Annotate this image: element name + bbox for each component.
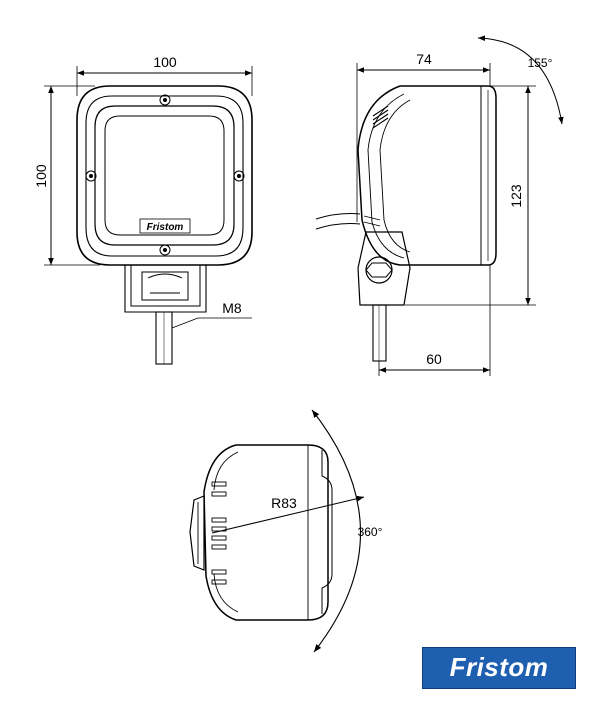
front-screw-right xyxy=(233,170,245,182)
side-depth-dim-text: 74 xyxy=(416,51,432,67)
front-lens xyxy=(104,115,225,236)
top-housing xyxy=(203,444,329,621)
top-view: R83 360° xyxy=(189,409,383,653)
rotation-arc xyxy=(311,409,361,653)
front-screw-bottom xyxy=(159,244,171,256)
brand-logo: Fristom xyxy=(422,647,576,689)
front-view: 100 100 Fristom xyxy=(33,54,253,365)
side-cooling-fins xyxy=(372,105,389,129)
front-bolt xyxy=(155,311,173,365)
side-pivot-bolt xyxy=(365,256,393,284)
side-bolt xyxy=(372,304,387,362)
front-bezel xyxy=(94,105,235,246)
radius-label: R83 xyxy=(271,495,297,511)
front-bracket xyxy=(124,265,207,313)
front-screw-top xyxy=(159,94,171,106)
front-housing-outline xyxy=(76,85,253,266)
radius-line xyxy=(211,495,365,534)
front-screw-left xyxy=(85,170,97,182)
front-brand-label: Fristom xyxy=(147,222,184,233)
top-rear-boss xyxy=(189,495,205,571)
brand-logo-text: Fristom xyxy=(449,652,549,682)
side-housing xyxy=(357,85,497,266)
side-cable xyxy=(315,213,381,230)
front-width-dim-text: 100 xyxy=(153,54,177,70)
front-height-dim-text: 100 xyxy=(33,164,49,188)
thread-label: M8 xyxy=(222,300,242,316)
top-cooling-fins xyxy=(211,481,227,585)
side-height-dim-text: 123 xyxy=(508,184,524,208)
side-bracket-dim-text: 60 xyxy=(426,351,442,367)
rotation-angle-text: 360° xyxy=(358,525,383,539)
side-bracket xyxy=(357,231,411,306)
tilt-angle-text: 155° xyxy=(528,56,553,70)
side-view: 74 123 155° xyxy=(315,35,564,376)
front-brand-plate xyxy=(139,218,191,234)
tilt-arc xyxy=(477,35,564,125)
